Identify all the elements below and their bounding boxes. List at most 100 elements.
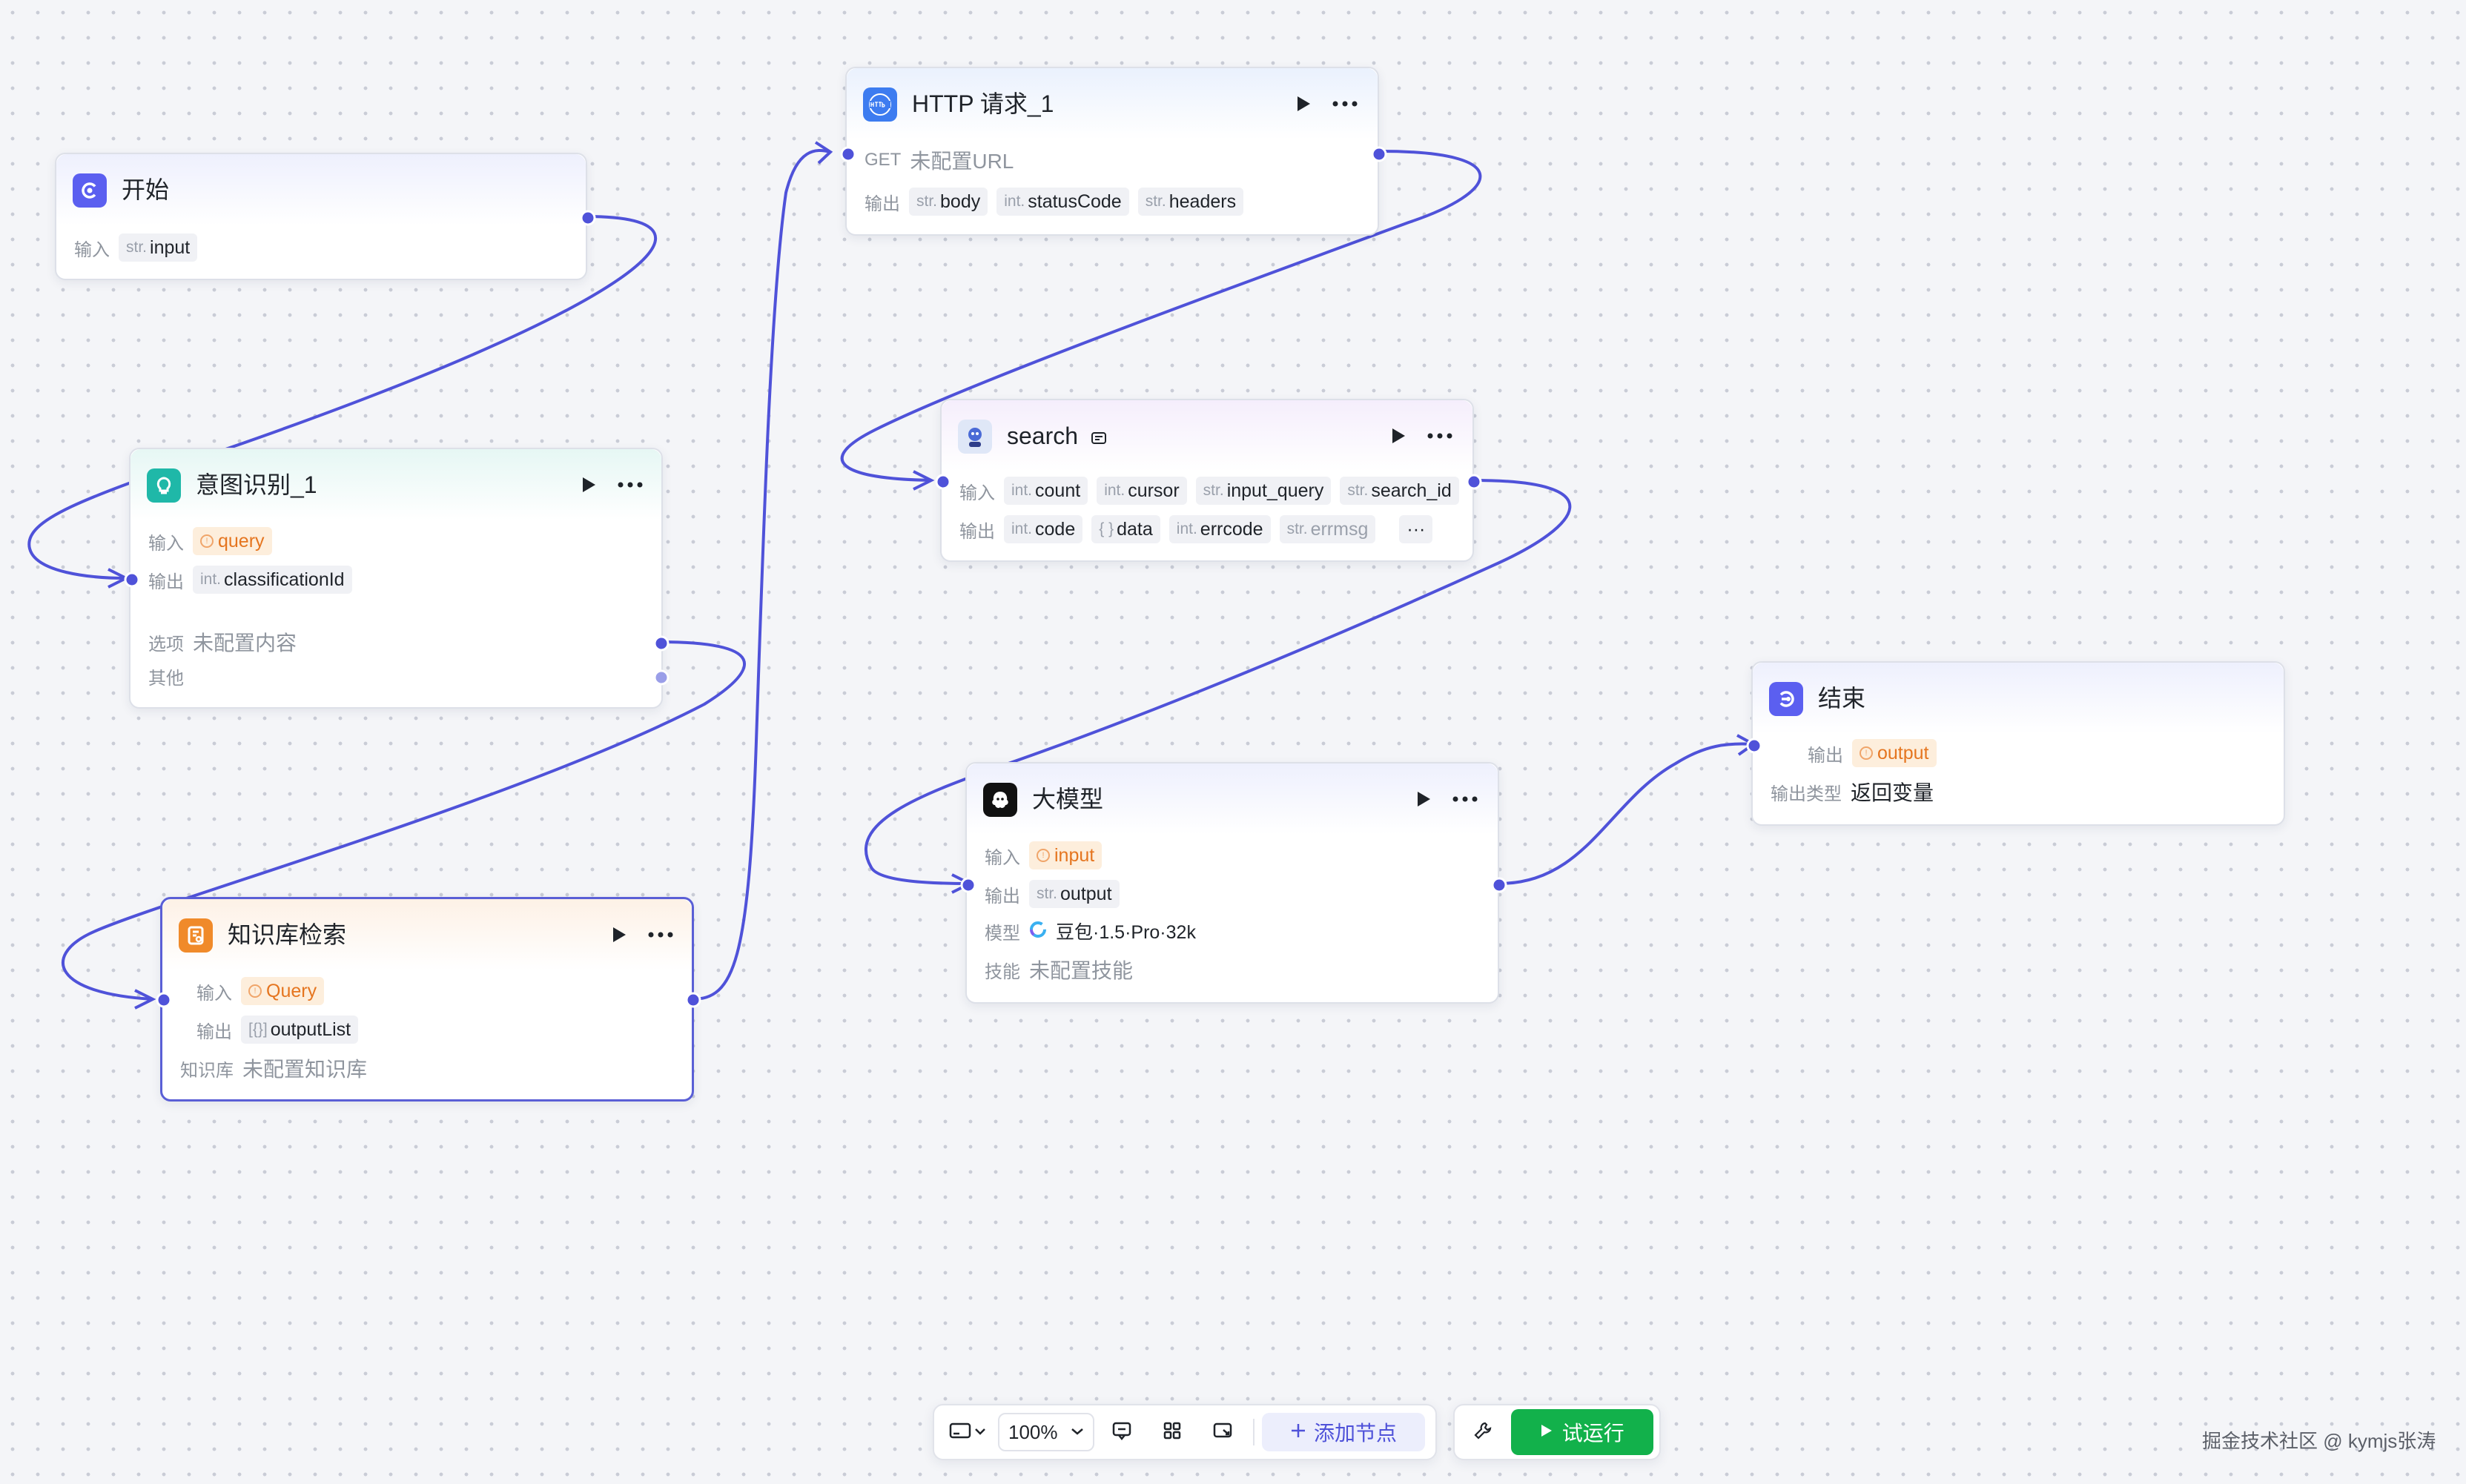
output-type-value: 返回变量 — [1851, 781, 1934, 804]
other-output-port[interactable] — [653, 669, 670, 686]
other-label: 其他 — [148, 668, 184, 689]
input-port[interactable] — [1746, 738, 1762, 754]
output-port[interactable] — [685, 992, 701, 1008]
http-icon — [863, 87, 897, 122]
edge-arrowhead-knowledge — [134, 989, 156, 1010]
output-label: 输出 — [959, 521, 995, 542]
variable-tag: str.output — [1029, 880, 1120, 908]
add-node-button[interactable]: 添加节点 — [1262, 1413, 1425, 1451]
comment-button[interactable] — [1099, 1413, 1145, 1451]
more-options-button[interactable] — [1447, 786, 1483, 812]
input-row: 输入 int.count int.cursor str.input_query … — [959, 476, 1459, 506]
chevron-down-icon — [974, 1425, 986, 1439]
output-label: 输出 — [865, 193, 900, 214]
skill-row: 技能 未配置技能 — [985, 955, 1133, 984]
node-header — [56, 154, 586, 225]
variable-tag: str.body — [909, 188, 988, 216]
more-options-button[interactable] — [643, 921, 678, 948]
edge-knowledge-to-http — [691, 149, 831, 1001]
run-node-button[interactable] — [606, 921, 632, 948]
knowledge-value: 未配置知识库 — [242, 1058, 368, 1081]
input-port[interactable] — [935, 474, 951, 490]
fit-view-icon — [1212, 1421, 1233, 1444]
variable-tag: int.count — [1004, 477, 1088, 505]
output-row: 输出 str.output — [985, 879, 1120, 909]
test-run-button[interactable]: 试运行 — [1510, 1409, 1653, 1455]
run-node-button[interactable] — [1410, 786, 1437, 812]
url-row: GET 未配置URL — [865, 145, 1014, 175]
node-header — [130, 449, 661, 520]
other-row: 其他 — [148, 661, 184, 691]
comment-icon — [1111, 1421, 1132, 1444]
variable-tag: str.input — [119, 233, 198, 262]
model-label: 模型 — [985, 923, 1020, 944]
knowledge-base-icon — [179, 918, 213, 953]
node-header — [942, 400, 1472, 471]
node-knowledge-retrieval[interactable]: 知识库检索 输入 !Query 输出 [{}]outputList 知识库 未配… — [156, 897, 701, 1102]
variable-tag: !Query — [241, 977, 325, 1005]
plugin-name: search — [1007, 423, 1079, 449]
variable-tag: int.errcode — [1168, 515, 1271, 543]
input-port[interactable] — [124, 572, 140, 588]
plugin-badge-icon — [1091, 420, 1107, 456]
output-row: 输出 str.body int.statusCode str.headers — [865, 187, 1244, 216]
skill-label: 技能 — [985, 961, 1020, 982]
input-row: 输入 !input — [985, 841, 1103, 870]
run-node-button[interactable] — [575, 471, 602, 498]
variable-tag: !query — [193, 527, 272, 555]
edge-arrowhead-search — [913, 470, 935, 491]
minimap-toggle-button[interactable] — [942, 1413, 994, 1451]
input-port[interactable] — [840, 146, 856, 162]
input-port[interactable] — [156, 992, 172, 1008]
fit-view-button[interactable] — [1200, 1413, 1246, 1451]
node-end[interactable]: 结束 输出 !output 输出类型 返回变量 — [1746, 661, 2285, 826]
node-search-plugin[interactable]: search 输入 int.count int.cursor str.input… — [935, 399, 1482, 562]
variable-tag: int.statusCode — [996, 188, 1129, 216]
node-intent-recognition[interactable]: 意图识别_1 输入 !query 输出 int.classificationId… — [124, 448, 670, 709]
variable-tag: int.classificationId — [193, 566, 352, 594]
node-title: HTTP 请求_1 — [912, 90, 1054, 117]
variable-tag: str.errmsg — [1279, 515, 1376, 543]
output-label: 输出 — [196, 1021, 232, 1042]
output-port[interactable] — [1491, 877, 1507, 893]
model-brand-icon — [1029, 921, 1047, 942]
run-node-button[interactable] — [1290, 90, 1317, 117]
more-options-button[interactable] — [612, 471, 648, 498]
output-port[interactable] — [1466, 474, 1482, 490]
debug-settings-button[interactable] — [1461, 1413, 1505, 1451]
auto-layout-button[interactable] — [1149, 1413, 1195, 1451]
edge-llm-to-end — [1498, 742, 1754, 885]
node-header — [1753, 663, 2284, 734]
option-output-port[interactable] — [653, 635, 670, 652]
play-icon — [1540, 1423, 1553, 1442]
toolbar-divider — [1253, 1419, 1255, 1445]
output-port[interactable] — [1371, 146, 1387, 162]
canvas-toolbar: 100% 添加节点 — [933, 1404, 1437, 1460]
input-row: 输入 !query — [148, 526, 272, 556]
url-value: 未配置URL — [910, 150, 1014, 173]
more-outputs-button[interactable]: ··· — [1399, 515, 1433, 543]
variable-tag: int.cursor — [1097, 477, 1187, 505]
node-http-request[interactable]: HTTP 请求_1 GET 未配置URL 输出 str.body int.sta… — [840, 67, 1387, 236]
start-icon — [73, 173, 107, 208]
zoom-select[interactable]: 100% — [998, 1413, 1094, 1451]
test-run-label: 试运行 — [1561, 1422, 1624, 1445]
node-llm[interactable]: 大模型 输入 !input 输出 str.output 模型 豆包·1.5·Pr… — [960, 762, 1507, 1004]
method-label: GET — [865, 150, 902, 170]
run-node-button[interactable] — [1385, 423, 1412, 449]
lightbulb-icon — [147, 468, 181, 503]
more-options-button[interactable] — [1422, 423, 1458, 449]
grid-layout-icon — [1163, 1421, 1182, 1444]
input-label: 输入 — [985, 847, 1020, 868]
input-port[interactable] — [960, 877, 976, 893]
output-row: 输出 !output — [1808, 738, 1937, 768]
output-port[interactable] — [580, 210, 596, 226]
output-row: 输出 [{}]outputList — [196, 1015, 359, 1044]
more-options-button[interactable] — [1327, 90, 1363, 117]
zoom-value: 100% — [1008, 1420, 1058, 1443]
output-label: 输出 — [985, 886, 1020, 907]
node-start[interactable]: 开始 输入 str.input — [55, 153, 596, 280]
knowledge-row: 知识库 未配置知识库 — [180, 1053, 367, 1083]
add-node-label: 添加节点 — [1313, 1422, 1397, 1445]
